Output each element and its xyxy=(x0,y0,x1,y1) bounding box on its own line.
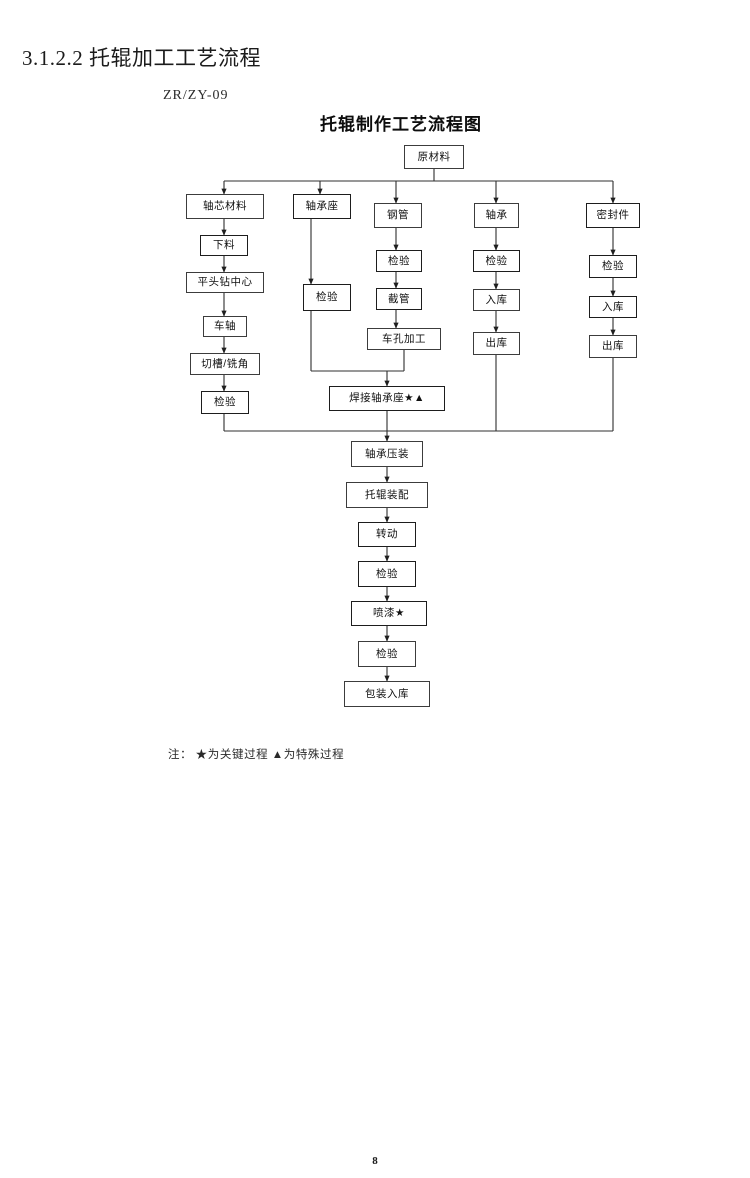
flow-node-bearing-seat-inspection[interactable]: 检验 xyxy=(303,284,351,311)
flow-node-shaft-turning[interactable]: 车轴 xyxy=(203,316,247,337)
flow-node-steel-pipe[interactable]: 钢管 xyxy=(374,203,422,228)
flow-node-shaft-core-material[interactable]: 轴芯材料 xyxy=(186,194,264,219)
flow-node-paint-inspection[interactable]: 检验 xyxy=(358,641,416,667)
flow-node-pipe-inspection[interactable]: 检验 xyxy=(376,250,422,272)
flow-node-seal-parts[interactable]: 密封件 xyxy=(586,203,640,228)
flow-node-facing-centering[interactable]: 平头钻中心 xyxy=(186,272,264,293)
flow-node-rotation-test[interactable]: 转动 xyxy=(358,522,416,547)
flow-node-bore-machining[interactable]: 车孔加工 xyxy=(367,328,441,350)
flow-node-assembly-inspection[interactable]: 检验 xyxy=(358,561,416,587)
flow-node-bearing[interactable]: 轴承 xyxy=(474,203,519,228)
flow-node-weld-bearing-seat[interactable]: 焊接轴承座★▲ xyxy=(329,386,445,411)
page-number: 8 xyxy=(372,1155,378,1167)
flowchart-title: 托辊制作工艺流程图 xyxy=(320,115,482,134)
flow-node-bearing-outstorage[interactable]: 出库 xyxy=(473,332,520,355)
flow-node-bearing-instorage[interactable]: 入库 xyxy=(473,289,520,311)
flow-node-seal-outstorage[interactable]: 出库 xyxy=(589,335,637,358)
flow-node-bearing-seat[interactable]: 轴承座 xyxy=(293,194,351,219)
flowchart-footnote: 注： ★为关键过程 ▲为特殊过程 xyxy=(168,749,345,761)
flow-node-idler-assembly[interactable]: 托辊装配 xyxy=(346,482,428,508)
flow-node-grooving-milling[interactable]: 切槽/铣角 xyxy=(190,353,260,375)
flow-node-seal-inspection[interactable]: 检验 xyxy=(589,255,637,278)
flow-node-seal-instorage[interactable]: 入库 xyxy=(589,296,637,318)
document-code: ZR/ZY-09 xyxy=(163,88,229,103)
flow-node-raw-material[interactable]: 原材料 xyxy=(404,145,464,169)
flow-node-bearing-inspection[interactable]: 检验 xyxy=(473,250,520,272)
flow-node-bearing-press[interactable]: 轴承压装 xyxy=(351,441,423,467)
flow-node-painting[interactable]: 喷漆★ xyxy=(351,601,427,626)
flow-node-packing-storage[interactable]: 包装入库 xyxy=(344,681,430,707)
flow-node-blanking[interactable]: 下料 xyxy=(200,235,248,256)
flow-node-shaft-inspection[interactable]: 检验 xyxy=(201,391,249,414)
page-title: 3.1.2.2 托辊加工工艺流程 xyxy=(22,46,261,70)
flow-node-pipe-cutting[interactable]: 截管 xyxy=(376,288,422,310)
